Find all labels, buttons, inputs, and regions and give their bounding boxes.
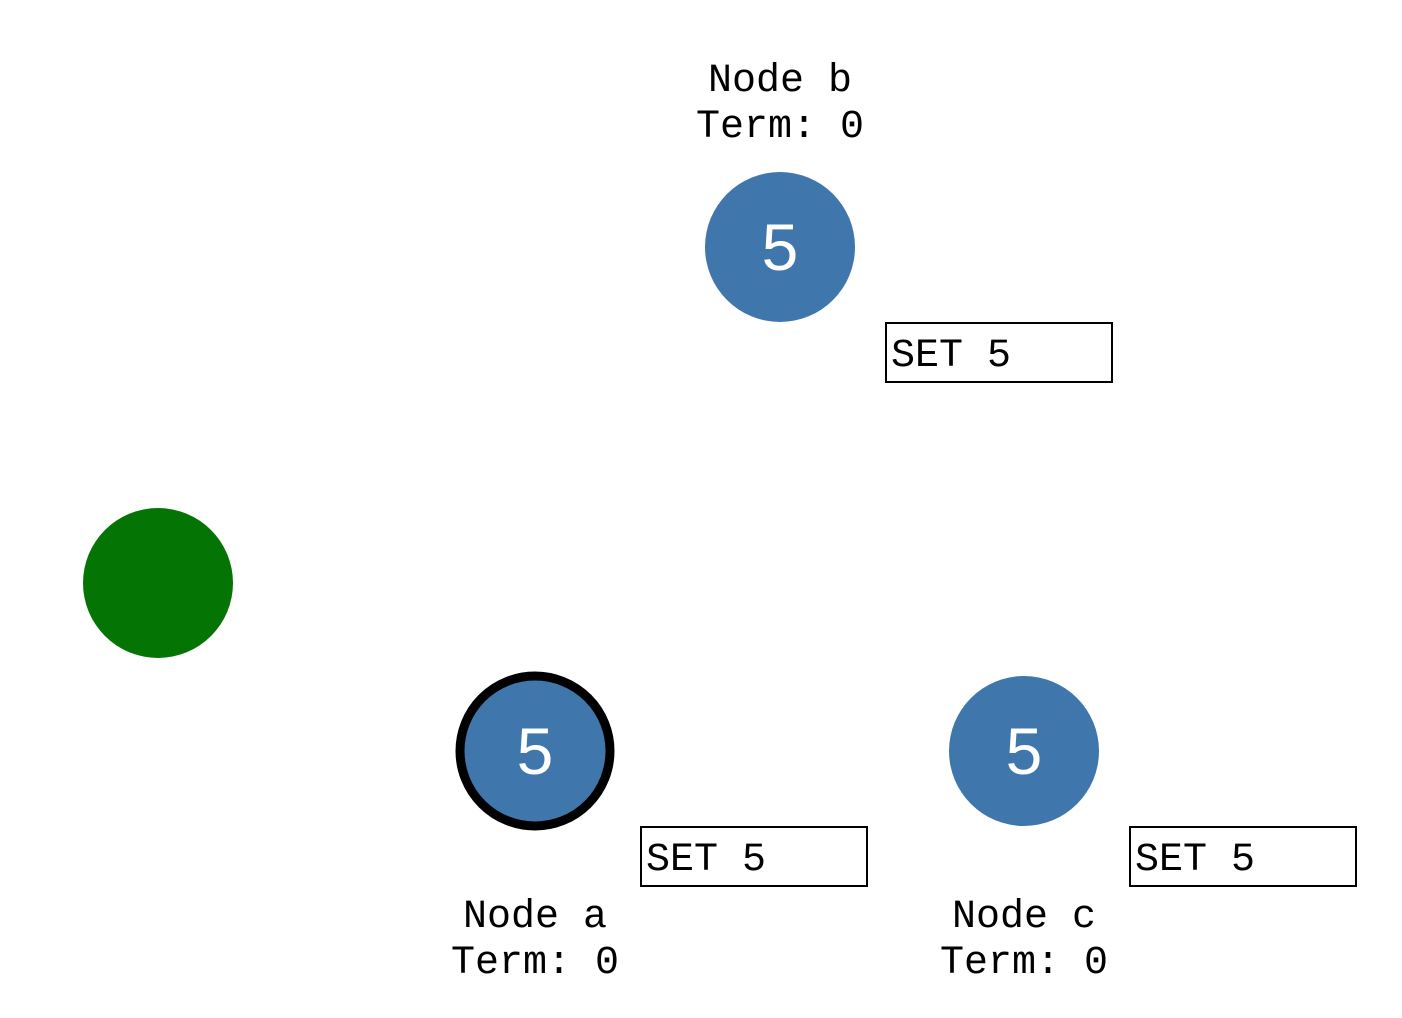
node-b-circle[interactable] <box>705 172 855 322</box>
node-b-value: 5 <box>762 210 799 284</box>
node-c-circle[interactable] <box>949 676 1099 826</box>
node-c[interactable]: 5 SET 5 Node c Term: 0 <box>940 676 1357 986</box>
node-b-log-box <box>885 322 1113 383</box>
node-a-term: Term: 0 <box>451 941 619 986</box>
node-c-value: 5 <box>1006 714 1043 788</box>
node-a-log: SET 5 <box>640 826 868 887</box>
node-b[interactable]: Node b Term: 0 5 SET 5 <box>696 59 1113 383</box>
node-a-log-entry: SET 5 <box>646 838 766 883</box>
node-c-term: Term: 0 <box>940 941 1108 986</box>
node-c-log: SET 5 <box>1129 826 1357 887</box>
node-b-log-entry: SET 5 <box>891 334 1011 379</box>
node-a[interactable]: 5 SET 5 Node a Term: 0 <box>451 671 868 986</box>
node-a-circle[interactable] <box>455 671 615 831</box>
node-b-name: Node b <box>708 59 852 104</box>
node-b-log: SET 5 <box>885 322 1113 383</box>
node-c-log-entry: SET 5 <box>1135 838 1255 883</box>
node-b-term: Term: 0 <box>696 105 864 150</box>
node-a-value: 5 <box>517 714 554 788</box>
node-c-name: Node c <box>952 895 1096 940</box>
node-c-log-box <box>1129 826 1357 887</box>
node-a-name: Node a <box>463 895 607 940</box>
node-a-log-box <box>640 826 868 887</box>
client-node[interactable] <box>83 508 233 658</box>
